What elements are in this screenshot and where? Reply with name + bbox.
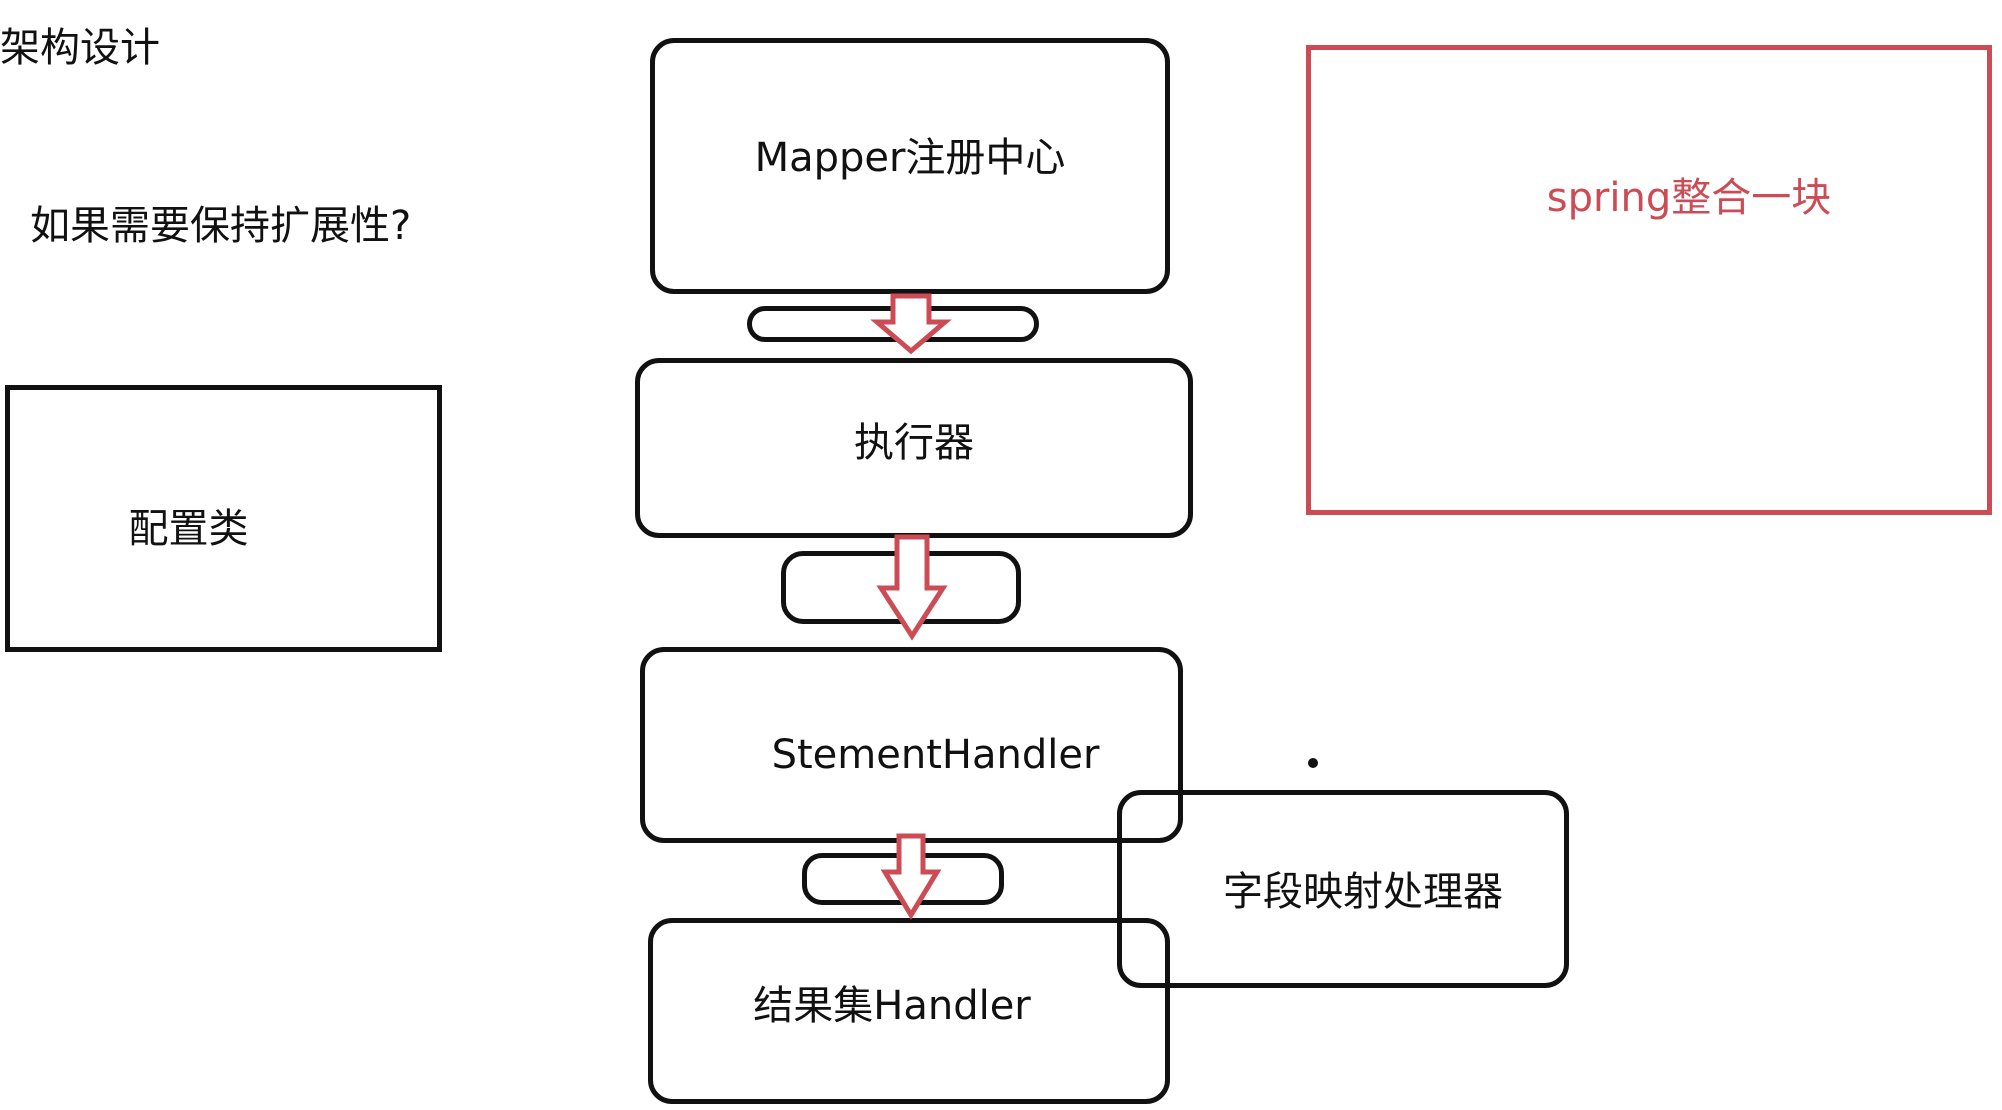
spring-integration-box: spring整合一块: [1306, 45, 1992, 515]
diagram-title: 架构设计: [0, 25, 160, 71]
statement-handler-label: StementHandler: [771, 732, 1100, 778]
mapper-registry-box: Mapper注册中心: [650, 38, 1170, 294]
connector-mapper-executor: [747, 306, 1039, 342]
field-mapping-processor-label: 字段映射处理器: [1223, 869, 1503, 915]
result-set-handler-box: 结果集Handler: [648, 918, 1170, 1104]
config-class-box: 配置类: [5, 385, 442, 652]
extensibility-question: 如果需要保持扩展性?: [30, 203, 412, 249]
mapper-registry-label: Mapper注册中心: [754, 135, 1066, 181]
connector-executor-statement: [781, 551, 1021, 624]
executor-label: 执行器: [854, 420, 974, 466]
field-mapping-processor-box: 字段映射处理器: [1117, 790, 1569, 988]
statement-handler-box: StementHandler: [640, 647, 1183, 843]
config-class-label: 配置类: [128, 505, 249, 552]
executor-box: 执行器: [635, 358, 1193, 538]
result-set-handler-label: 结果集Handler: [753, 983, 1031, 1029]
connector-statement-result: [802, 853, 1004, 905]
dot-mark: [1308, 758, 1318, 768]
spring-integration-label: spring整合一块: [1546, 174, 1832, 221]
